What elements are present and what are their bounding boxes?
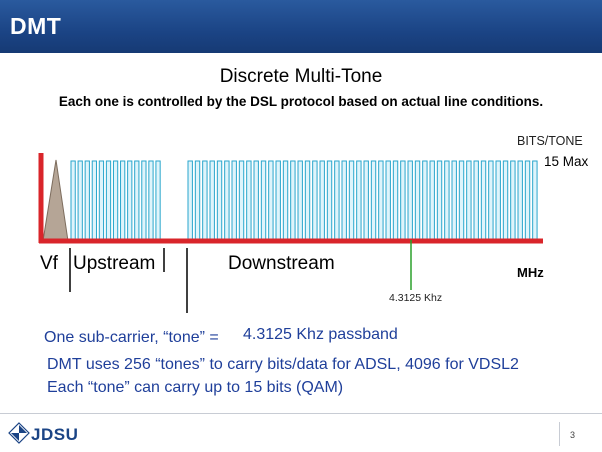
downstream-tone-bar — [400, 160, 406, 240]
bits-per-tone-text: Each “tone” can carry up to 15 bits (QAM… — [47, 379, 344, 396]
max-bits-label: 15 Max — [544, 154, 589, 169]
downstream-tone-bar — [231, 160, 237, 240]
jdsu-logo-text: JDSU — [31, 425, 79, 444]
upstream-tone-bar — [120, 160, 126, 240]
downstream-tone-bar — [510, 160, 516, 240]
upstream-tone-bar — [98, 160, 105, 240]
downstream-tone-bar — [524, 160, 531, 240]
y-axis-label: BITS/TONE — [517, 134, 583, 148]
downstream-tone-bar — [348, 160, 355, 240]
downstream-tone-bar — [502, 160, 509, 240]
downstream-tone-bar — [312, 160, 318, 240]
downstream-tone-bar — [290, 160, 296, 240]
downstream-tone-bar — [429, 160, 435, 240]
downstream-tone-bar — [268, 160, 274, 240]
downstream-tone-bar — [378, 160, 384, 240]
tone-passband-value: 4.3125 Khz passband — [243, 326, 398, 343]
downstream-tone-bar — [451, 160, 457, 240]
downstream-tone-bar — [260, 160, 267, 240]
upstream-tone-bar — [155, 160, 161, 240]
downstream-tone-bar — [488, 160, 494, 240]
downstream-tone-bar — [216, 160, 223, 240]
upstream-tone-bar — [77, 160, 83, 240]
downstream-tone-bar — [392, 160, 399, 240]
downstream-tone-bar — [473, 160, 479, 240]
downstream-tone-bar — [194, 160, 201, 240]
tone-definition-text: One sub-carrier, “tone” = — [44, 329, 219, 346]
downstream-tone-bar — [466, 160, 472, 240]
downstream-tone-bar — [297, 160, 303, 240]
tone-group — [70, 160, 538, 240]
footer-divider — [0, 413, 602, 414]
downstream-tone-bar — [517, 160, 523, 240]
mhz-label: MHz — [517, 265, 544, 280]
downstream-tone-bar — [326, 160, 333, 240]
upstream-label: Upstream — [73, 253, 156, 274]
downstream-tone-bar — [414, 160, 421, 240]
voice-band — [42, 159, 69, 242]
upstream-tone-bar — [84, 160, 90, 240]
header-title: DMT — [10, 13, 62, 39]
downstream-tone-bar — [253, 160, 259, 240]
downstream-tone-bar — [436, 160, 443, 240]
dmt-tones-text: DMT uses 256 “tones” to carry bits/data … — [47, 356, 519, 373]
upstream-tone-bar — [134, 160, 140, 240]
downstream-tone-bar — [370, 160, 377, 240]
downstream-tone-bar — [202, 160, 208, 240]
downstream-tone-bar — [458, 160, 465, 240]
downstream-tone-bar — [385, 160, 391, 240]
downstream-tone-bar — [246, 160, 252, 240]
downstream-tone-bar — [444, 160, 450, 240]
downstream-tone-bar — [238, 160, 245, 240]
header-bar: DMT — [0, 0, 602, 53]
upstream-tone-bar — [141, 160, 147, 240]
tone-frequency-label: 4.3125 Khz — [389, 292, 443, 304]
downstream-tone-bar — [275, 160, 281, 240]
upstream-tone-bar — [91, 160, 97, 240]
slide-title: Discrete Multi-Tone — [219, 66, 383, 87]
downstream-tone-bar — [480, 160, 487, 240]
upstream-tone-bar — [112, 160, 119, 240]
upstream-tone-bar — [148, 160, 154, 240]
slide-subtitle: Each one is controlled by the DSL protoc… — [58, 94, 544, 109]
footer-separator — [559, 422, 560, 446]
downstream-tone-bar — [532, 160, 538, 240]
jdsu-logo-icon — [8, 422, 30, 444]
downstream-tone-bar — [282, 160, 289, 240]
downstream-tone-bar — [495, 160, 501, 240]
vf-label: Vf — [40, 253, 58, 274]
page-number: 3 — [570, 430, 576, 440]
downstream-label: Downstream — [228, 253, 335, 274]
upstream-tone-bar — [70, 160, 76, 240]
downstream-tone-bar — [304, 160, 311, 240]
downstream-tone-bar — [187, 160, 193, 240]
downstream-tone-bar — [334, 160, 340, 240]
upstream-tone-bar — [105, 160, 112, 240]
downstream-tone-bar — [209, 160, 215, 240]
downstream-tone-bar — [319, 160, 325, 240]
downstream-tone-bar — [341, 160, 347, 240]
downstream-tone-bar — [356, 160, 362, 240]
downstream-tone-bar — [224, 160, 230, 240]
upstream-tone-bar — [127, 160, 133, 240]
downstream-tone-bar — [363, 160, 369, 240]
downstream-tone-bar — [422, 160, 428, 240]
downstream-tone-bar — [407, 160, 413, 240]
